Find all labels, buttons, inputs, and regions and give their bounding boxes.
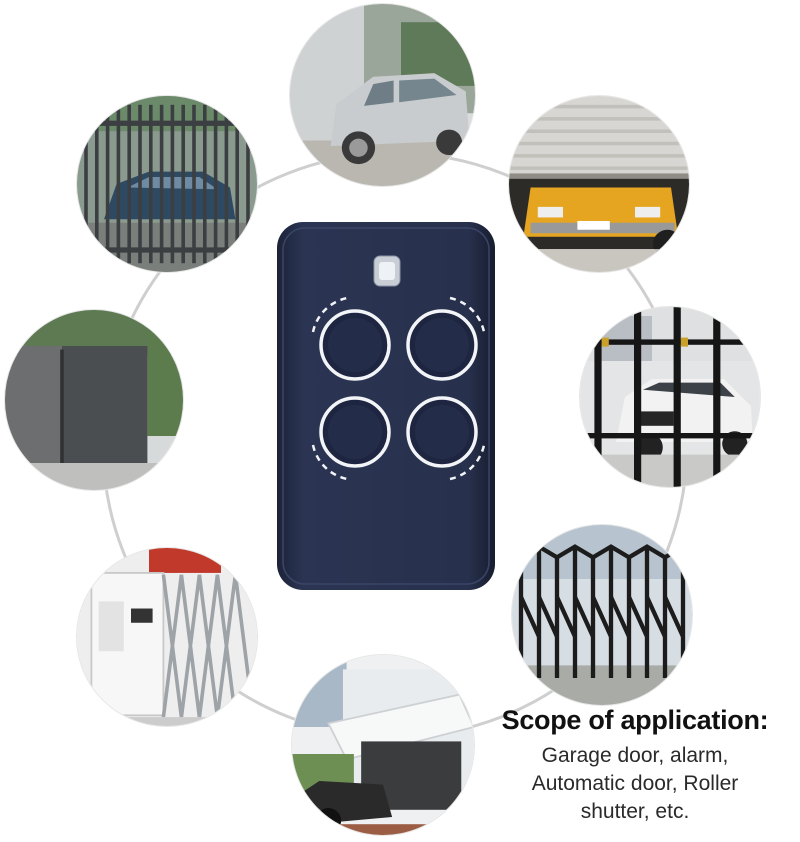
scope-line-1: Garage door, alarm, [541,744,729,767]
photo-grey-sliding-gate [5,310,183,490]
photo-car-behind-fence [580,307,760,487]
scope-description: Garage door, alarm, Automatic door, Roll… [470,742,800,826]
photo-car-driveway [290,4,475,186]
photo-car-behind-gate [77,96,257,272]
scope-line-3: shutter, etc. [580,800,690,823]
scope-line-2: Automatic door, Roller [531,772,739,795]
remote-control-icon [277,222,495,590]
scope-title: Scope of application: [501,705,769,735]
photo-retractable-gate [77,548,257,726]
photo-folding-gate [512,525,692,705]
photo-roller-shutter-truck [509,96,689,272]
photo-tilt-garage-door [292,655,474,835]
scope-caption: Scope of application: Garage door, alarm… [470,705,800,826]
